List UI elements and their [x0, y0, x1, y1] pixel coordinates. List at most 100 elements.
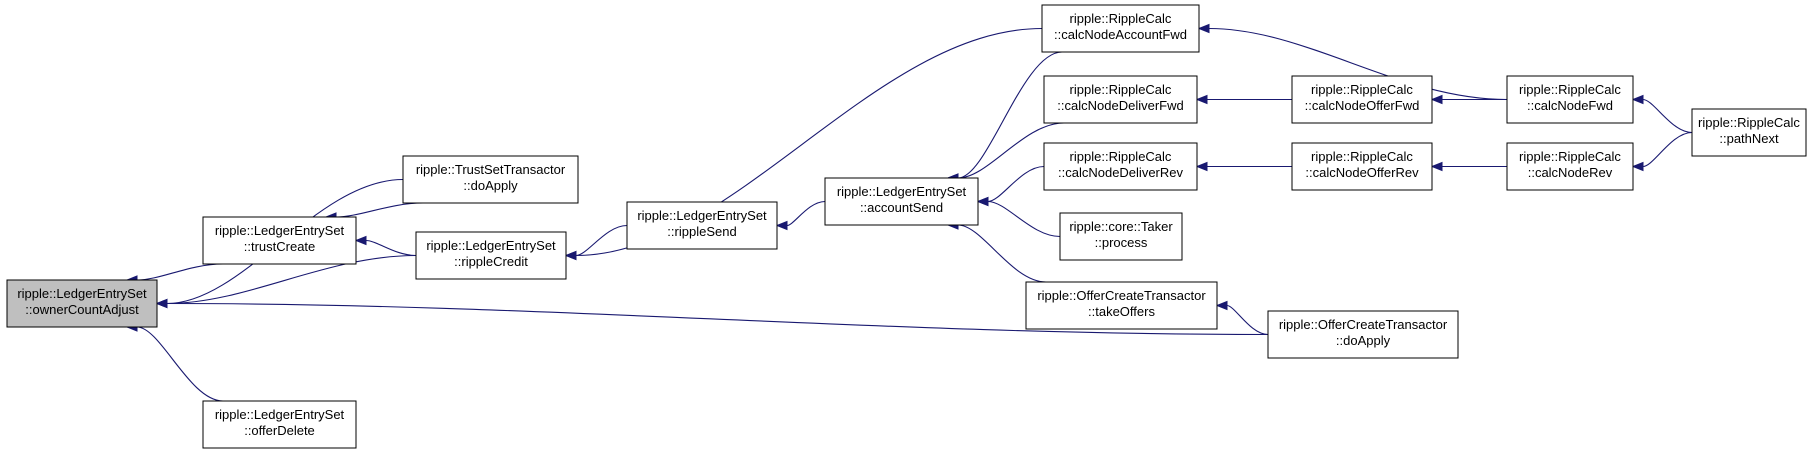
- node-box: [1267, 310, 1459, 359]
- edge-takerProcess-to-accountSend: [976, 196, 1061, 238]
- edge-calcNodeOfferFwd-to-calcNodeDeliverFwd: [1195, 94, 1292, 105]
- node-method-label: ::calcNodeFwd: [1527, 98, 1613, 113]
- node-box: [1025, 281, 1218, 330]
- node-method-label: ::process: [1095, 235, 1148, 250]
- node-box: [1506, 142, 1634, 191]
- node-method-label: ::rippleSend: [667, 224, 736, 239]
- node-method-label: ::trustCreate: [244, 239, 316, 254]
- edge-calcNodeOfferRev-to-calcNodeDeliverRev: [1195, 161, 1293, 172]
- node-calcNodeRev[interactable]: ripple::RippleCalc::calcNodeRev: [1506, 142, 1634, 191]
- node-method-label: ::accountSend: [860, 200, 943, 215]
- arrowhead-icon: [564, 250, 577, 261]
- edge-rippleSend-to-rippleCredit: [564, 224, 628, 261]
- node-class-label: ripple::RippleCalc: [1519, 82, 1621, 97]
- node-rippleSend[interactable]: ripple::LedgerEntrySet::rippleSend: [626, 201, 778, 250]
- edge-line: [166, 254, 417, 305]
- node-class-label: ripple::RippleCalc: [1311, 149, 1413, 164]
- arrowhead-icon: [1195, 94, 1208, 105]
- arrowhead-icon: [1195, 161, 1208, 172]
- arrowhead-icon: [1197, 23, 1210, 34]
- edge-offerDelete-to-ownerCountAdjust: [125, 322, 224, 402]
- node-calcNodeDeliverFwd[interactable]: ripple::RippleCalc::calcNodeDeliverFwd: [1043, 75, 1198, 124]
- node-method-label: ::ownerCountAdjust: [25, 302, 139, 317]
- edge-line: [786, 200, 826, 227]
- arrowhead-icon: [354, 235, 367, 246]
- node-pathNext[interactable]: ripple::RippleCalc::pathNext: [1691, 108, 1807, 157]
- edge-calcNodeFwd-to-calcNodeAccountFwd: [1197, 23, 1508, 101]
- node-class-label: ripple::RippleCalc: [1698, 115, 1800, 130]
- node-box: [1291, 142, 1433, 191]
- node-method-label: ::calcNodeRev: [1528, 165, 1613, 180]
- node-class-label: ripple::RippleCalc: [1070, 11, 1172, 26]
- edge-line: [987, 200, 1061, 238]
- arrowhead-icon: [1631, 94, 1644, 105]
- node-offerCreateDoApply[interactable]: ripple::OfferCreateTransactor::doApply: [1267, 310, 1459, 359]
- edge-calcNodeRev-to-calcNodeOfferRev: [1430, 161, 1508, 172]
- edge-offerCreateDoApply-to-takeOffers: [1215, 300, 1269, 336]
- node-class-label: ripple::RippleCalc: [1070, 149, 1172, 164]
- nodes-layer: ripple::LedgerEntrySet::ownerCountAdjust…: [6, 4, 1807, 449]
- node-method-label: ::pathNext: [1719, 131, 1779, 146]
- node-class-label: ripple::LedgerEntrySet: [637, 208, 767, 223]
- node-class-label: ripple::OfferCreateTransactor: [1279, 317, 1448, 332]
- node-box: [1059, 212, 1183, 261]
- node-rippleCredit[interactable]: ripple::LedgerEntrySet::rippleCredit: [415, 231, 567, 280]
- edge-calcNodeFwd-to-calcNodeOfferFwd: [1430, 94, 1507, 105]
- node-class-label: ripple::LedgerEntrySet: [215, 407, 345, 422]
- edge-line: [575, 224, 628, 257]
- node-takeOffers[interactable]: ripple::OfferCreateTransactor::takeOffer…: [1025, 281, 1218, 330]
- node-box: [202, 216, 357, 265]
- arrowhead-icon: [1631, 161, 1644, 172]
- edge-pathNext-to-calcNodeRev: [1631, 131, 1693, 172]
- node-box: [402, 155, 579, 204]
- node-trustSetDoApply[interactable]: ripple::TrustSetTransactor::doApply: [402, 155, 579, 204]
- node-class-label: ripple::LedgerEntrySet: [426, 238, 556, 253]
- node-method-label: ::calcNodeDeliverFwd: [1057, 98, 1183, 113]
- node-accountSend[interactable]: ripple::LedgerEntrySet::accountSend: [824, 177, 979, 226]
- edge-accountSend-to-rippleSend: [775, 200, 826, 231]
- edge-line: [957, 122, 1065, 179]
- node-method-label: ::calcNodeOfferFwd: [1305, 98, 1420, 113]
- node-calcNodeOfferRev[interactable]: ripple::RippleCalc::calcNodeOfferRev: [1291, 142, 1433, 191]
- node-class-label: ripple::OfferCreateTransactor: [1037, 288, 1206, 303]
- node-trustCreate[interactable]: ripple::LedgerEntrySet::trustCreate: [202, 216, 357, 265]
- edge-line: [136, 263, 224, 281]
- node-class-label: ripple::TrustSetTransactor: [416, 162, 566, 177]
- edge-line: [1642, 98, 1693, 134]
- node-offerDelete[interactable]: ripple::LedgerEntrySet::offerDelete: [202, 400, 357, 449]
- node-class-label: ripple::core::Taker: [1069, 219, 1173, 234]
- edge-line: [987, 165, 1045, 203]
- edge-rippleCredit-to-trustCreate: [354, 235, 417, 257]
- edge-pathNext-to-calcNodeFwd: [1631, 94, 1693, 134]
- edge-line: [335, 202, 424, 218]
- node-box: [1506, 75, 1634, 124]
- node-box: [626, 201, 778, 250]
- node-calcNodeDeliverRev[interactable]: ripple::RippleCalc::calcNodeDeliverRev: [1043, 142, 1198, 191]
- node-method-label: ::calcNodeDeliverRev: [1058, 165, 1183, 180]
- node-calcNodeAccountFwd[interactable]: ripple::RippleCalc::calcNodeAccountFwd: [1041, 4, 1200, 53]
- node-box: [1043, 142, 1198, 191]
- arrowhead-icon: [1430, 94, 1443, 105]
- node-method-label: ::rippleCredit: [454, 254, 528, 269]
- node-box: [202, 400, 357, 449]
- node-box: [1291, 75, 1433, 124]
- edge-takeOffers-to-accountSend: [946, 220, 1047, 283]
- edge-line: [957, 51, 1063, 179]
- edge-line: [136, 326, 224, 402]
- arrowhead-icon: [1215, 300, 1228, 311]
- node-ownerCountAdjust: ripple::LedgerEntrySet::ownerCountAdjust: [6, 279, 158, 328]
- edge-line: [166, 302, 1269, 336]
- node-class-label: ripple::RippleCalc: [1311, 82, 1413, 97]
- node-method-label: ::doApply: [463, 178, 518, 193]
- node-class-label: ripple::LedgerEntrySet: [837, 184, 967, 199]
- edge-line: [1208, 27, 1508, 101]
- node-calcNodeFwd[interactable]: ripple::RippleCalc::calcNodeFwd: [1506, 75, 1634, 124]
- node-takerProcess[interactable]: ripple::core::Taker::process: [1059, 212, 1183, 261]
- node-box: [824, 177, 979, 226]
- arrowhead-icon: [1430, 161, 1443, 172]
- node-box: [6, 279, 158, 328]
- node-calcNodeOfferFwd[interactable]: ripple::RippleCalc::calcNodeOfferFwd: [1291, 75, 1433, 124]
- edge-line: [1226, 304, 1269, 336]
- node-class-label: ripple::RippleCalc: [1519, 149, 1621, 164]
- arrowhead-icon: [976, 196, 989, 207]
